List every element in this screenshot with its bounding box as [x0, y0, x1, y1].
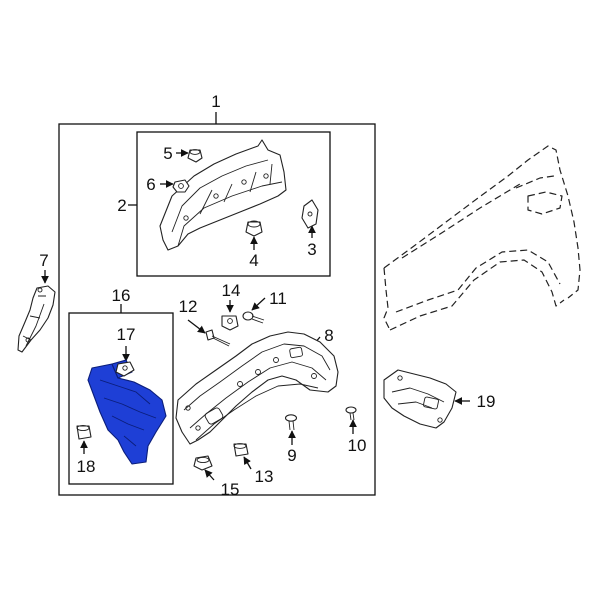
fender-outline	[383, 145, 581, 331]
part-7-bracket	[17, 285, 56, 353]
part-3-bracket	[301, 199, 319, 229]
callout-3: 3	[307, 240, 316, 259]
callout-13: 13	[255, 467, 274, 486]
callout-15: 15	[221, 480, 240, 499]
callout-19: 19	[477, 392, 496, 411]
part-2-upper-apron	[159, 139, 287, 251]
part-18-grommet	[76, 424, 92, 440]
callout-9: 9	[287, 446, 296, 465]
callout-6: 6	[146, 175, 155, 194]
callout-1: 1	[211, 92, 220, 111]
callout-16: 16	[112, 286, 131, 305]
callout-labels: 1 2 3 4 5 6 7 8 9 10 11 12 13 14 15 16 1…	[39, 92, 495, 499]
part-15-clip	[193, 455, 213, 471]
part-8-wheel-apron	[175, 331, 339, 445]
part-4-clip	[245, 220, 263, 237]
part-14-nut	[221, 315, 239, 331]
part-17-nut	[115, 361, 135, 377]
part-16-splash-shield	[87, 359, 167, 465]
callout-8: 8	[324, 326, 333, 345]
part-12-bolt	[205, 329, 231, 347]
part-11-screw	[242, 311, 265, 324]
upper-apron-frame	[136, 131, 331, 277]
callout-2: 2	[117, 196, 126, 215]
callout-10: 10	[348, 436, 367, 455]
part-19-bracket	[383, 369, 457, 429]
part-5-clip	[187, 149, 203, 163]
assembly-frame	[58, 123, 376, 496]
callout-7: 7	[39, 251, 48, 270]
part-9-screw	[284, 414, 298, 431]
callout-12: 12	[179, 297, 198, 316]
callout-4: 4	[249, 251, 258, 270]
callout-18: 18	[77, 457, 96, 476]
part-6-nut	[172, 179, 190, 193]
callout-14: 14	[222, 281, 241, 300]
callout-17: 17	[117, 325, 136, 344]
part-13-nut	[233, 443, 249, 457]
callout-5: 5	[163, 144, 172, 163]
callout-11: 11	[269, 289, 287, 308]
part-10-pin	[345, 406, 357, 421]
